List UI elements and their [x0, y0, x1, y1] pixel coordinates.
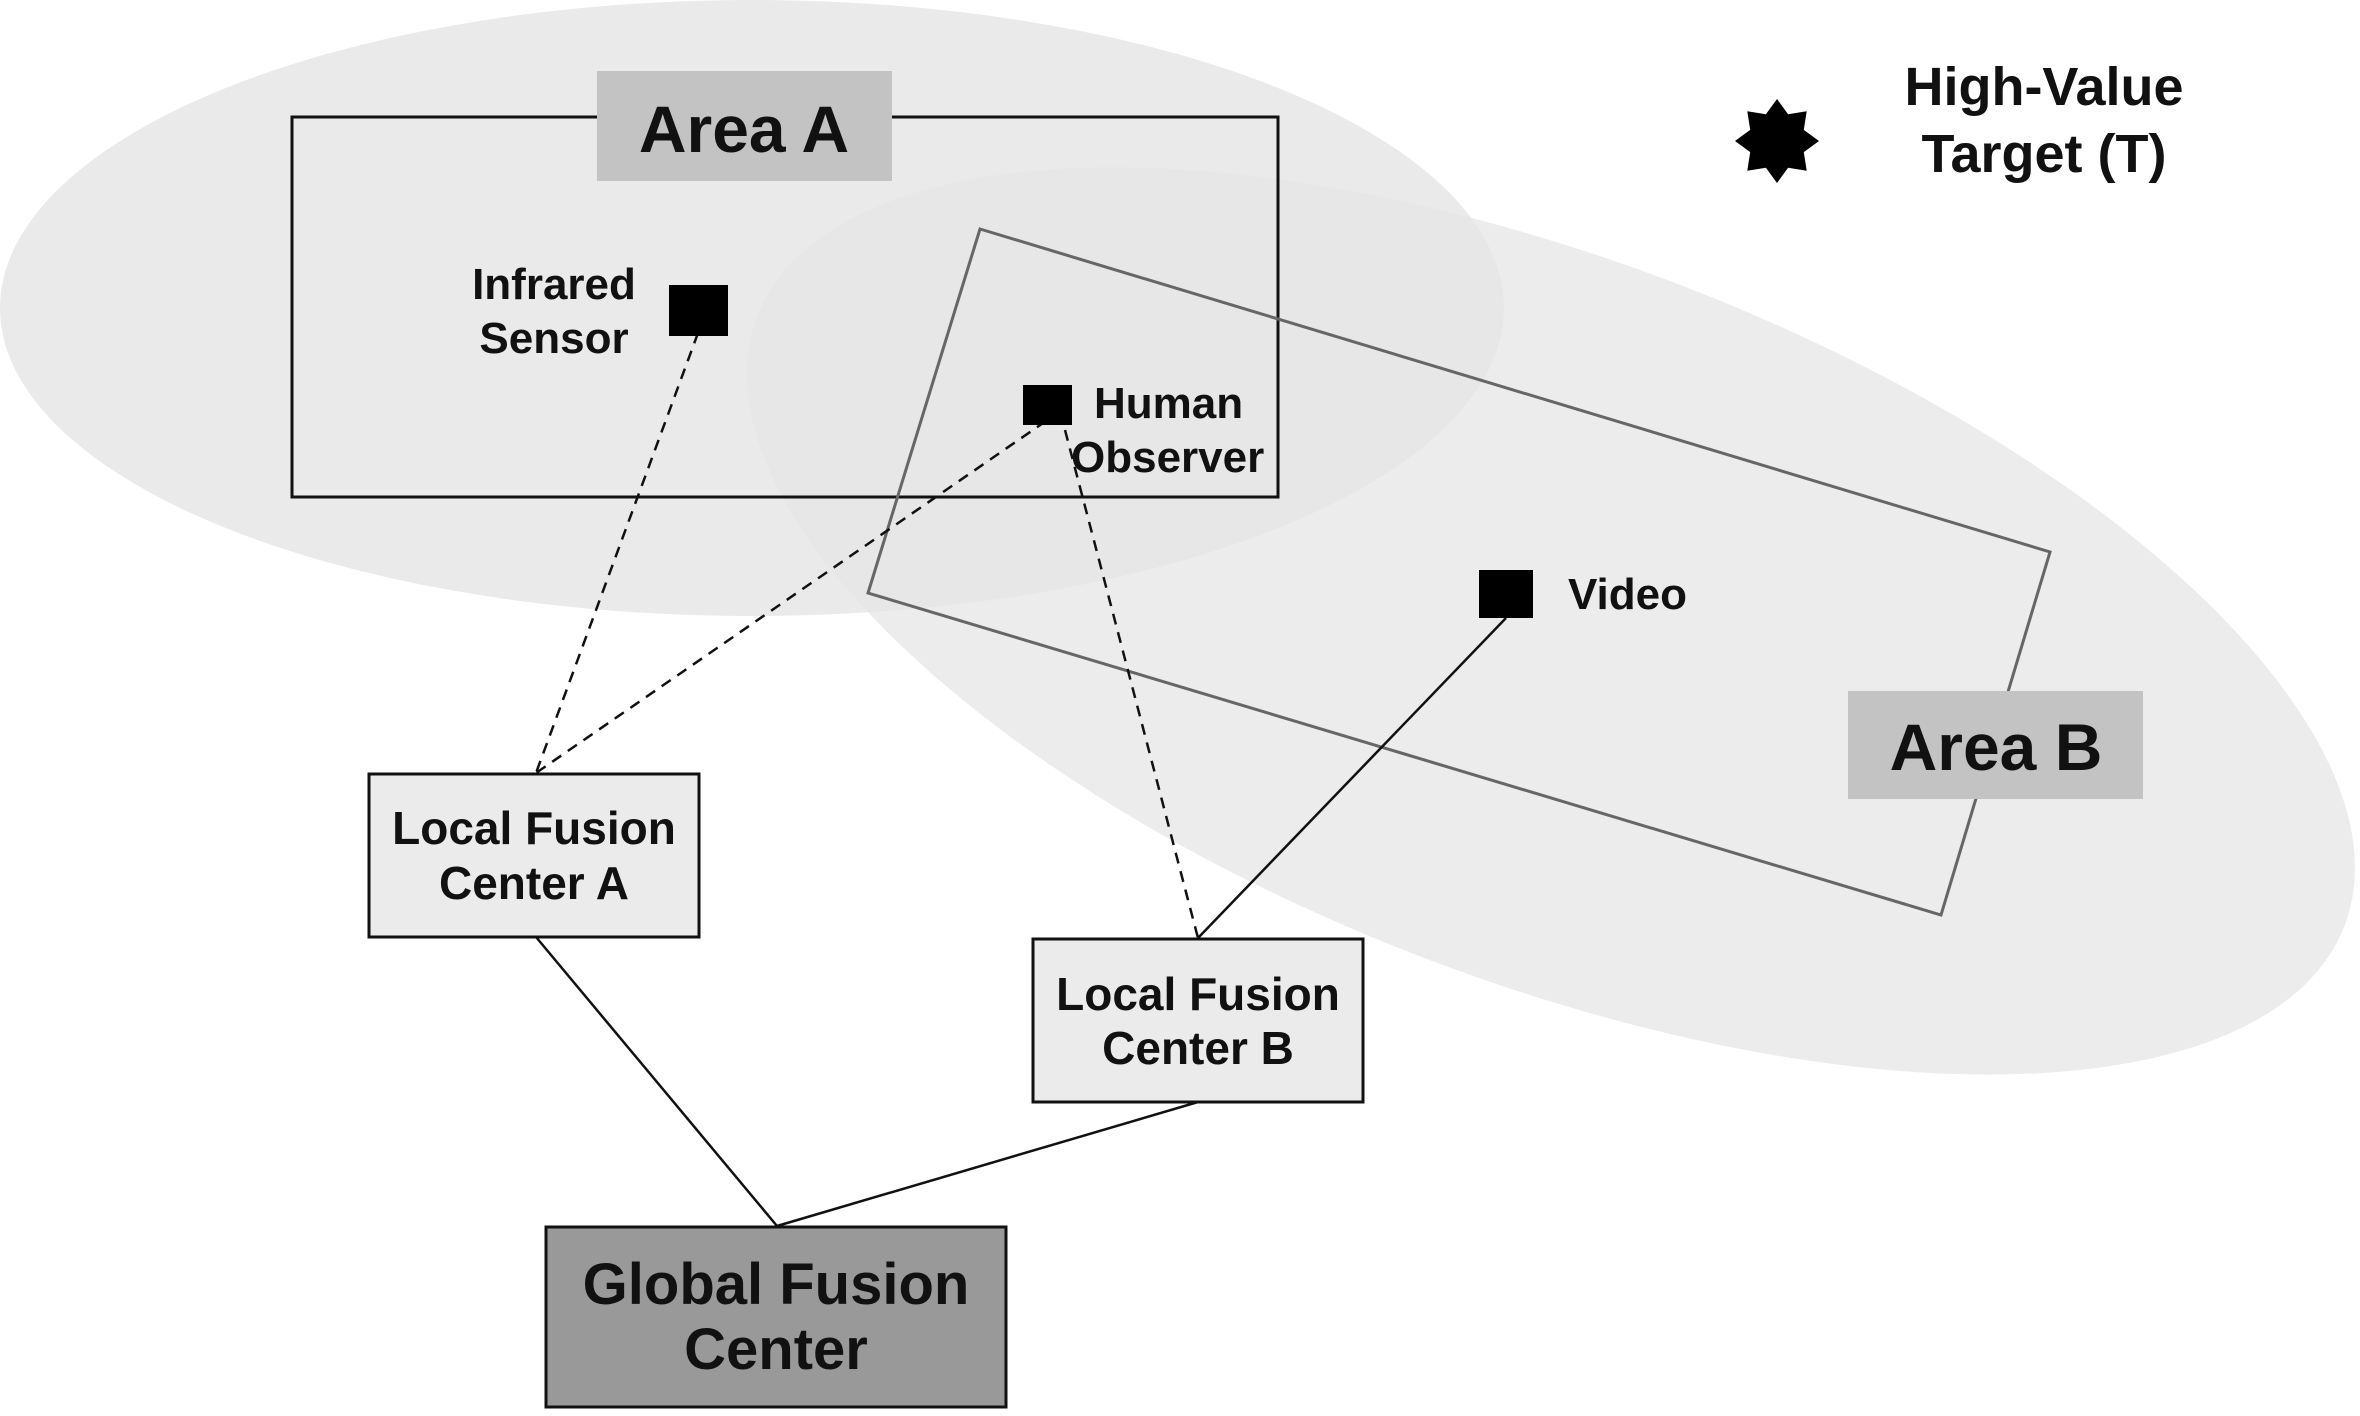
local-fusion-center-a-line1: Local Fusion [392, 802, 676, 854]
legend-label-line2: Target (T) [1922, 124, 2167, 184]
global-fusion-center-line2: Center [684, 1317, 868, 1382]
local-fusion-center-a-line2: Center A [439, 857, 629, 909]
human-observer-label-line1: Human [1094, 379, 1243, 428]
human-to-center-b-link [1063, 429, 1200, 939]
infrared-sensor-label-line2: Sensor [479, 314, 628, 363]
local-fusion-center-b-box [1031, 937, 1365, 1104]
area-a-title-box [597, 71, 892, 181]
video-sensor-label: Video [1568, 570, 1687, 619]
area-a-title: Area A [639, 92, 849, 166]
area-b-coverage-ellipse [747, 167, 2355, 1075]
area-b-boundary [866, 227, 2052, 917]
area-b-title-box [1848, 691, 2143, 799]
global-fusion-center-box [544, 1225, 1008, 1409]
infrared-to-center-a-link [534, 332, 700, 774]
video-to-center-b-link [1197, 617, 1507, 939]
global-fusion-center-line1: Global Fusion [583, 1252, 970, 1317]
infrared-sensor-node [669, 285, 728, 336]
local-fusion-center-a-box [367, 772, 701, 939]
human-observer-label-line2: Observer [1071, 433, 1264, 482]
human-to-center-a-link [535, 419, 1047, 775]
center-b-to-global-link [776, 1100, 1199, 1228]
infrared-sensor-label-line1: Infrared [472, 260, 636, 309]
legend-label-line1: High-Value [1904, 57, 2183, 117]
human-observer-node [1023, 385, 1072, 425]
center-a-to-global-link [535, 936, 778, 1227]
area-b-title: Area B [1890, 710, 2103, 784]
star-burst-icon [1735, 99, 1819, 183]
local-fusion-center-b-line2: Center B [1102, 1022, 1294, 1074]
local-fusion-center-b-line1: Local Fusion [1056, 968, 1340, 1020]
video-sensor-node [1479, 570, 1533, 618]
